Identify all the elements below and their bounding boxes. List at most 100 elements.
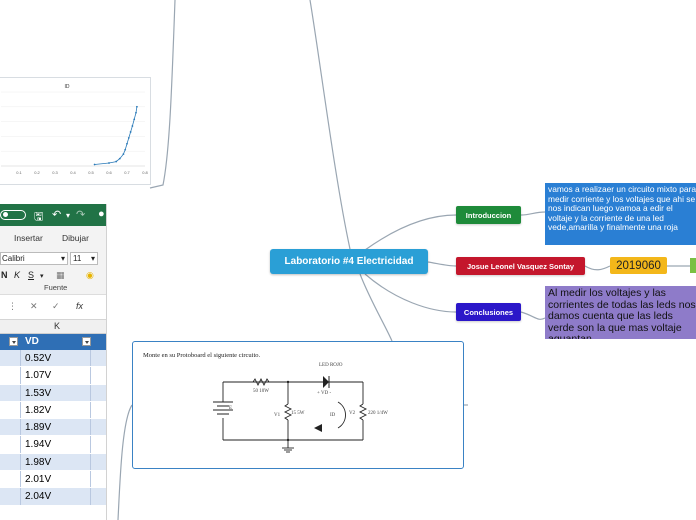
- cancel-icon[interactable]: ✕: [30, 301, 38, 311]
- chart-x-tick: 0.4: [70, 170, 76, 175]
- led-symbol: [323, 376, 329, 388]
- connector-left-upper: [149, 0, 176, 189]
- bold-icon[interactable]: N: [1, 270, 8, 280]
- cell-vd[interactable]: 1.94V: [25, 439, 52, 451]
- note-conclusiones[interactable]: Al medir los voltajes y las corrientes d…: [545, 286, 696, 339]
- connector-josue-year: [584, 265, 611, 271]
- table-row[interactable]: 1.07V: [0, 367, 106, 385]
- table-row[interactable]: 0.52V: [0, 350, 106, 368]
- r3-label: 220 1/4W: [368, 411, 388, 416]
- customize-icon[interactable]: ●: [98, 208, 105, 220]
- r1-label: 50 10W: [253, 389, 269, 394]
- tab-dibujar[interactable]: Dibujar: [62, 233, 89, 243]
- chart-point: [93, 163, 96, 166]
- branch-conclusiones[interactable]: Conclusiones: [456, 303, 521, 321]
- v2-label: V2: [349, 411, 356, 416]
- column-letter[interactable]: K: [54, 321, 61, 331]
- excel-titlebar: 🖫 ↶ ▾ ↷ ●: [0, 204, 106, 226]
- chart-x-tick: 0.7: [124, 170, 130, 175]
- table-row[interactable]: 1.98V: [0, 453, 106, 472]
- chevron-down-icon[interactable]: ▾: [40, 273, 44, 280]
- fill-color-icon[interactable]: ◉: [86, 270, 94, 280]
- central-topic[interactable]: Laboratorio #4 Electricidad: [270, 249, 428, 274]
- font-size-value: 11: [73, 254, 82, 263]
- note-carnet[interactable]: 2019060: [610, 257, 667, 274]
- chart-point: [133, 118, 136, 121]
- autosave-toggle[interactable]: [0, 210, 26, 220]
- branch-introduccion[interactable]: Introduccion: [456, 206, 521, 224]
- chart-point: [129, 131, 132, 133]
- tab-insertar[interactable]: Insertar: [14, 233, 43, 243]
- font-name-select[interactable]: Calibri ▾: [0, 252, 68, 265]
- chart-point: [136, 105, 138, 108]
- chevron-down-icon: ▾: [60, 254, 65, 263]
- led-label: LED ROJO: [319, 363, 343, 368]
- chart-x-tick: 0.1: [16, 170, 22, 175]
- filter-dropdown-icon[interactable]: [9, 337, 18, 346]
- table-row[interactable]: 1.89V: [0, 419, 106, 437]
- chart-point: [127, 136, 130, 139]
- redo-icon[interactable]: ↷: [76, 209, 86, 221]
- chart-x-tick: 0.2: [34, 170, 40, 175]
- chart-x-tick: 0.5: [88, 170, 94, 175]
- chart-point: [131, 125, 134, 127]
- connector-top: [309, 0, 351, 250]
- header-vd[interactable]: VD: [25, 336, 39, 347]
- font-name-value: Calibri: [2, 254, 25, 263]
- filter-dropdown-icon[interactable]: [82, 337, 91, 346]
- cell-vd[interactable]: 2.04V: [25, 491, 52, 503]
- circuit-diagram: Monte en su Protoboard el siguiente circ…: [143, 352, 388, 453]
- chart-x-tick: 0.8: [142, 170, 148, 175]
- ribbon-tabs: Insertar Dibujar: [0, 226, 106, 248]
- image-card-top[interactable]: [0, 0, 162, 54]
- font-size-select[interactable]: 11 ▾: [70, 252, 98, 265]
- chart-point: [126, 142, 128, 145]
- cell-vd[interactable]: 1.89V: [25, 422, 52, 434]
- cell-vd[interactable]: 1.98V: [25, 456, 52, 468]
- column-header-row: K: [0, 320, 106, 334]
- save-icon[interactable]: 🖫: [34, 211, 44, 223]
- italic-icon[interactable]: K: [14, 270, 21, 280]
- connector-intro: [364, 214, 457, 251]
- cell-vd[interactable]: 1.82V: [25, 404, 52, 416]
- chart-point: [135, 111, 137, 114]
- table-row[interactable]: 2.01V: [0, 471, 106, 489]
- connector-concl: [364, 273, 457, 313]
- connector-concl-note: [520, 311, 546, 320]
- font-group-label: Fuente: [44, 283, 68, 292]
- image-card-circuit[interactable]: Monte en su Protoboard el siguiente circ…: [132, 341, 464, 469]
- cell-vd[interactable]: 1.53V: [25, 387, 52, 399]
- borders-icon[interactable]: ▦: [56, 270, 65, 280]
- undo-dropdown-icon[interactable]: ▾: [66, 211, 71, 220]
- connector-josue: [427, 261, 457, 267]
- vd-label: + VD -: [317, 391, 331, 396]
- chart-x-tick: 0.3: [52, 170, 58, 175]
- table-row[interactable]: 1.53V: [0, 384, 106, 402]
- undo-icon[interactable]: ↶: [52, 209, 62, 221]
- cell-vd[interactable]: 1.07V: [25, 370, 52, 382]
- note-offscreen[interactable]: [690, 258, 696, 273]
- function-icon[interactable]: fx: [76, 301, 84, 311]
- table-row[interactable]: 2.04V: [0, 488, 106, 506]
- circuit-instruction: Monte en su Protoboard el siguiente circ…: [143, 352, 261, 359]
- branch-author[interactable]: Josue Leonel Vasquez Sontay: [456, 257, 585, 275]
- chevron-down-icon: ▾: [90, 254, 95, 263]
- namebox-menu-icon[interactable]: ⋮: [8, 301, 17, 311]
- excel-window[interactable]: 🖫 ↶ ▾ ↷ ● Insertar Dibujar Calibri ▾ 11 …: [0, 204, 107, 520]
- enter-icon[interactable]: ✓: [52, 301, 60, 311]
- table-header: VD: [0, 334, 106, 350]
- font-group: Calibri ▾ 11 ▾ N K S ▾ ▦ ◉ Fuente: [0, 248, 106, 295]
- cell-vd[interactable]: 2.01V: [25, 474, 52, 486]
- note-introduccion[interactable]: vamos a realizaer un circuito mixto para…: [545, 183, 696, 245]
- chart-point: [122, 153, 125, 156]
- cell-vd[interactable]: 0.52V: [25, 353, 52, 364]
- underline-icon[interactable]: S: [28, 270, 35, 280]
- connector-left-lower: [117, 404, 133, 520]
- table-row[interactable]: 1.82V: [0, 401, 106, 420]
- id-label: ID: [330, 413, 336, 418]
- table-row[interactable]: 1.94V: [0, 436, 106, 454]
